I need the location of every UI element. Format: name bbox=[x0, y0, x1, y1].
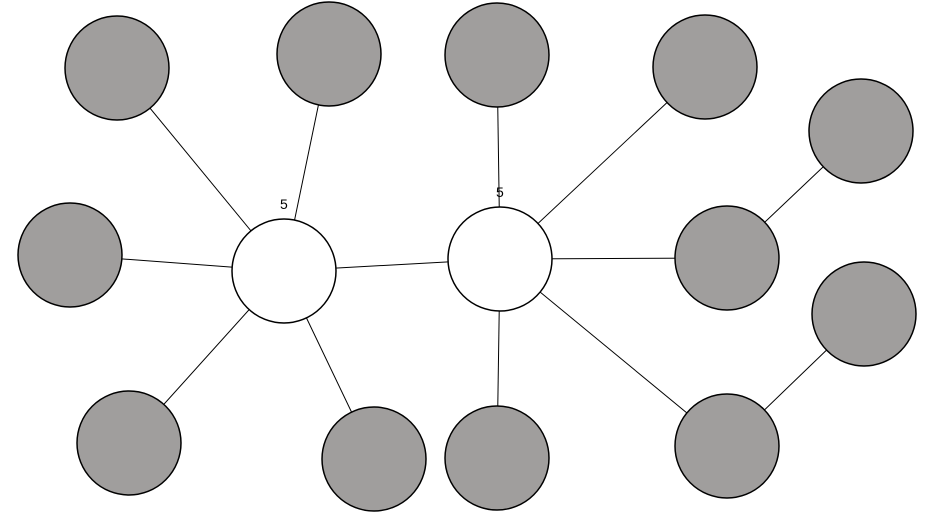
node-label-hub-right: 5 bbox=[496, 184, 504, 200]
nodes-layer bbox=[17, 1, 917, 512]
leaf-node-leaf-5 bbox=[321, 406, 427, 512]
node-label-hub-left: 5 bbox=[280, 196, 288, 212]
leaf-node-leaf-1 bbox=[64, 15, 170, 121]
hub-node-hub-left bbox=[231, 218, 337, 324]
leaf-node-leaf-6 bbox=[444, 2, 550, 108]
leaf-node-leaf-3 bbox=[17, 202, 123, 308]
leaf-node-leaf-8 bbox=[674, 205, 780, 311]
leaf-node-leaf-4 bbox=[76, 390, 182, 496]
leaf-node-leaf-12 bbox=[811, 261, 917, 367]
labels-layer: 55 bbox=[280, 184, 504, 212]
leaf-node-leaf-7 bbox=[652, 14, 758, 120]
leaf-node-leaf-11 bbox=[808, 78, 914, 184]
leaf-node-leaf-9 bbox=[444, 405, 550, 511]
hub-node-hub-right bbox=[447, 206, 553, 312]
leaf-node-leaf-10 bbox=[674, 393, 780, 499]
leaf-node-leaf-2 bbox=[276, 1, 382, 107]
